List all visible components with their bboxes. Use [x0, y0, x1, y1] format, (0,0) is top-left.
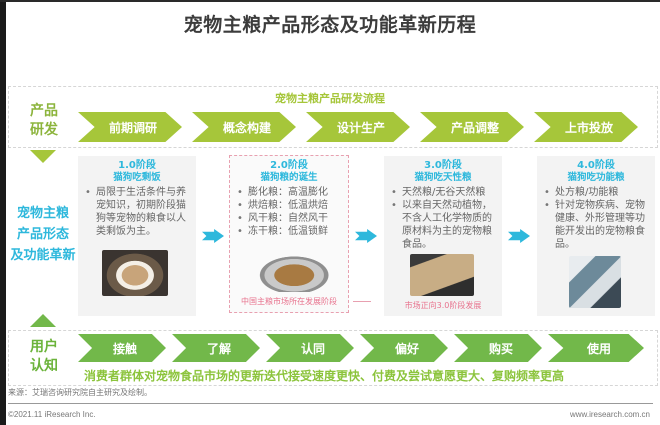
stage-subtitle: 猫狗吃剩饭	[113, 172, 161, 183]
rd-step-production: 设计生产	[306, 112, 410, 142]
footer-divider	[8, 403, 653, 404]
window-left-edge	[0, 0, 6, 425]
user-step-understand: 了解	[172, 334, 260, 362]
website-url: www.iresearch.com.cn	[569, 410, 650, 419]
market-direction-note: 市场正向3.0阶段发展	[404, 301, 482, 310]
evolution-label: 宠物主粮 产品形态 及功能革新	[10, 206, 76, 263]
source-note: 来源：艾瑞咨询研究院自主研究及绘制。	[8, 388, 152, 397]
right-arrow-icon	[202, 229, 224, 243]
stage-bullets: 局限于生活条件与养宠知识，初期阶段猫狗等宠物的粮食以人类剩饭为主。	[84, 186, 190, 238]
user-step-purchase: 购买	[454, 334, 542, 362]
rd-flow-title: 宠物主粮产品研发流程	[275, 92, 385, 105]
window-top-edge	[0, 0, 660, 2]
functional-food-packages-photo	[569, 256, 621, 308]
stage-card-2: 2.0阶段 猫狗粮的诞生 膨化粮：高温膨化 烘焙粮：低温烘焙 风干粮：自然风干 …	[229, 155, 349, 313]
copyright: ©2021.11 iResearch Inc.	[8, 410, 96, 419]
stage-title: 3.0阶段	[424, 160, 462, 171]
rd-label-line1: 产品	[30, 103, 58, 119]
stage-title: 1.0阶段	[118, 160, 156, 171]
stage-subtitle: 猫狗吃功能粮	[567, 172, 625, 183]
down-triangle-icon	[30, 150, 56, 163]
stage-title: 4.0阶段	[577, 160, 615, 171]
user-step-recognize: 认同	[266, 334, 354, 362]
stage-card-4: 4.0阶段 猫狗吃功能粮 处方粮/功能粮 针对宠物疾病、宠物健康、外形管理等功能…	[537, 156, 655, 316]
bowl-of-leftover-food-photo	[102, 250, 168, 296]
user-label: 用户 认知	[30, 339, 58, 374]
dashed-arrow-line	[353, 301, 371, 302]
user-step-use: 使用	[548, 334, 644, 362]
stage-card-3: 3.0阶段 猫狗吃天性粮 天然粮/无谷天然粮 以来自天然动植物，不含人工化学物质…	[384, 156, 502, 316]
stage-subtitle: 猫狗粮的诞生	[260, 172, 318, 183]
rd-label: 产品 研发	[24, 102, 64, 140]
consumer-summary: 消费者群体对宠物食品市场的更新迭代接受速度更快、付费及尝试意愿更大、复购频率更高	[84, 369, 565, 383]
rd-step-adjustment: 产品调整	[420, 112, 524, 142]
natural-food-tray-photo	[410, 254, 474, 296]
market-stage-note: 中国主粮市场所在发展阶段	[241, 297, 337, 306]
right-arrow-icon	[355, 229, 377, 243]
user-step-prefer: 偏好	[360, 334, 448, 362]
stage-bullets: 天然粮/无谷天然粮 以来自天然动植物，不含人工化学物质的原材料为主的宠物粮食品。	[390, 186, 496, 251]
rd-step-launch: 上市投放	[534, 112, 638, 142]
up-triangle-icon	[30, 314, 56, 327]
stage-bullets: 膨化粮：高温膨化 烘焙粮：低温烘焙 风干粮：自然风干 冻干粮：低温锁鲜	[236, 186, 342, 238]
page-title: 宠物主粮产品形态及功能革新历程	[183, 14, 477, 36]
rd-label-line2: 研发	[30, 122, 58, 138]
stage-title: 2.0阶段	[270, 160, 308, 171]
right-arrow-icon	[508, 229, 530, 243]
stage-card-1: 1.0阶段 猫狗吃剩饭 局限于生活条件与养宠知识，初期阶段猫狗等宠物的粮食以人类…	[78, 156, 196, 316]
rd-step-concept: 概念构建	[192, 112, 296, 142]
rd-step-research: 前期调研	[78, 112, 182, 142]
stage-bullets: 处方粮/功能粮 针对宠物疾病、宠物健康、外形管理等功能开发出的宠物粮食品。	[543, 186, 649, 251]
user-step-contact: 接触	[78, 334, 166, 362]
dry-kibble-bowl-photo	[248, 250, 332, 292]
stage-subtitle: 猫狗吃天性粮	[414, 172, 472, 183]
